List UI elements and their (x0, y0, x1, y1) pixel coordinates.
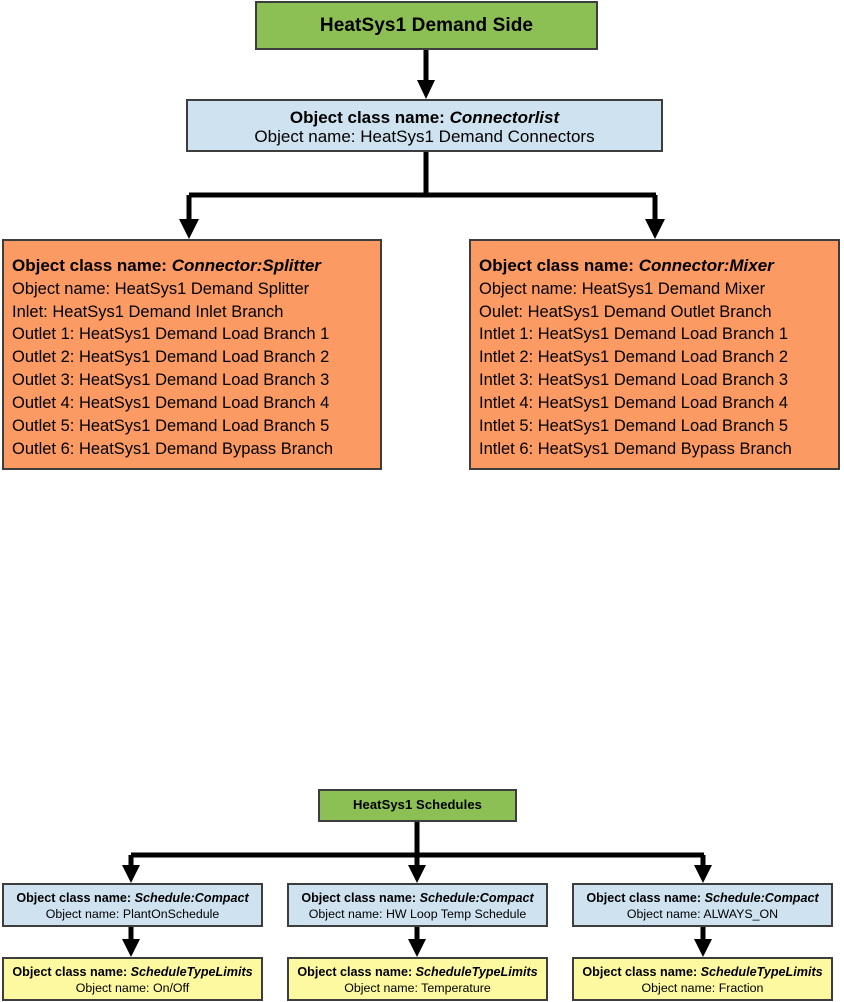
connectorlist-class-value: Connectorlist (449, 108, 560, 127)
splitter-line-1: Inlet: HeatSys1 Demand Inlet Branch (12, 302, 284, 321)
schedule-limits-3-name-label: Object name: (641, 981, 716, 996)
schedule-limits-3-name-value: Fraction (718, 981, 764, 996)
mixer-class-value: Connector:Mixer (638, 256, 774, 275)
mixer-line-3: Intlet 2: HeatSys1 Demand Load Branch 2 (479, 348, 789, 367)
schedule-limits-1-class-line: Object class name: ScheduleTypeLimits (4, 964, 261, 980)
schedule-limits-3-class-value: ScheduleTypeLimits (700, 965, 823, 979)
schedule-compact-3-class-value: Schedule:Compact (704, 891, 819, 905)
schedule-compact-3-name-value: ALWAYS_ON (703, 907, 779, 922)
schedule-compact-3-class-label: Object class name: (586, 891, 702, 905)
node-schedule-type-limits-1[interactable]: Object class name: ScheduleTypeLimits Ob… (2, 957, 263, 1001)
splitter-line-0: Object name: HeatSys1 Demand Splitter (12, 279, 310, 298)
schedule-limits-1-name-label: Object name: (75, 981, 150, 996)
schedule-limits-1-name-value: On/Off (152, 981, 190, 996)
connectorlist-name-line: Object name: HeatSys1 Demand Connectors (188, 127, 661, 146)
schedule-limits-3-name-line: Object name: Fraction (574, 980, 831, 996)
mixer-line-4: Intlet 3: HeatSys1 Demand Load Branch 3 (479, 371, 789, 390)
schedule-limits-2-class-label: Object class name: (297, 965, 413, 979)
splitter-line-3: Outlet 2: HeatSys1 Demand Load Branch 2 (12, 348, 330, 367)
node-connectorlist[interactable]: Object class name: Connectorlist Object … (186, 99, 663, 152)
mixer-line-1: Oulet: HeatSys1 Demand Outlet Branch (479, 302, 772, 321)
schedule-compact-2-class-label: Object class name: (301, 891, 417, 905)
schedule-compact-2-class-line: Object class name: Schedule:Compact (289, 890, 546, 906)
arrowhead-connectorlist (417, 80, 435, 99)
connectorlist-name-value: HeatSys1 Demand Connectors (360, 127, 595, 147)
node-heatsys1-schedules[interactable]: HeatSys1 Schedules (318, 789, 517, 822)
arrowhead-schedule-1 (122, 865, 140, 883)
schedule-compact-2-class-value: Schedule:Compact (419, 891, 534, 905)
splitter-class-value: Connector:Splitter (171, 256, 321, 275)
arrowhead-limits-1 (122, 939, 140, 957)
node-schedule-compact-3[interactable]: Object class name: Schedule:Compact Obje… (572, 883, 833, 927)
splitter-line-5: Outlet 4: HeatSys1 Demand Load Branch 4 (12, 394, 330, 413)
mixer-class-line: Object class name: Connector:Mixer (479, 254, 838, 278)
mixer-line-7: Intlet 6: HeatSys1 Demand Bypass Branch (479, 440, 792, 459)
schedule-compact-3-name-line: Object name: ALWAYS_ON (574, 906, 831, 922)
node-connector-mixer[interactable]: Object class name: Connector:Mixer Objec… (469, 239, 840, 470)
splitter-class-line: Object class name: Connector:Splitter (12, 254, 380, 278)
mixer-line-0: Object name: HeatSys1 Demand Mixer (479, 279, 766, 298)
schedule-limits-1-name-line: Object name: On/Off (4, 980, 261, 996)
splitter-line-7: Outlet 6: HeatSys1 Demand Bypass Branch (12, 440, 333, 459)
arrowhead-mixer (645, 219, 665, 239)
splitter-line-4: Outlet 3: HeatSys1 Demand Load Branch 3 (12, 371, 330, 390)
schedule-compact-2-name-line: Object name: HW Loop Temp Schedule (289, 906, 546, 922)
arrowhead-schedule-3 (694, 865, 712, 883)
mixer-line-5: Intlet 4: HeatSys1 Demand Load Branch 4 (479, 394, 789, 413)
schedule-limits-2-class-line: Object class name: ScheduleTypeLimits (289, 964, 546, 980)
connectorlist-class-line: Object class name: Connectorlist (188, 108, 661, 127)
schedule-compact-1-class-value: Schedule:Compact (134, 891, 249, 905)
connectorlist-class-label: Object class name: (289, 108, 445, 127)
arrowhead-schedule-2 (408, 865, 426, 883)
schedule-compact-1-name-label: Object name: (45, 907, 120, 922)
arrowhead-splitter (179, 219, 199, 239)
splitter-line-6: Outlet 5: HeatSys1 Demand Load Branch 5 (12, 417, 330, 436)
schedule-limits-1-class-value: ScheduleTypeLimits (130, 965, 253, 979)
arrowhead-limits-2 (408, 939, 426, 957)
mixer-line-2: Intlet 1: HeatSys1 Demand Load Branch 1 (479, 325, 789, 344)
mixer-class-label: Object class name: (479, 256, 634, 275)
schedule-limits-1-class-label: Object class name: (12, 965, 128, 979)
schedule-compact-1-class-label: Object class name: (16, 891, 132, 905)
schedule-limits-2-class-value: ScheduleTypeLimits (415, 965, 538, 979)
node-schedule-compact-1[interactable]: Object class name: Schedule:Compact Obje… (2, 883, 263, 927)
schedule-limits-3-class-line: Object class name: ScheduleTypeLimits (574, 964, 831, 980)
node-label-schedules: HeatSys1 Schedules (353, 797, 482, 813)
schedule-limits-2-name-label: Object name: (344, 981, 418, 996)
schedule-compact-2-name-value: HW Loop Temp Schedule (385, 907, 527, 922)
arrowhead-limits-3 (694, 939, 712, 957)
mixer-line-6: Intlet 5: HeatSys1 Demand Load Branch 5 (479, 417, 789, 436)
connectorlist-name-label: Object name: (254, 127, 356, 147)
splitter-line-2: Outlet 1: HeatSys1 Demand Load Branch 1 (12, 325, 330, 344)
node-connector-splitter[interactable]: Object class name: Connector:Splitter Ob… (2, 239, 382, 470)
schedule-compact-3-class-line: Object class name: Schedule:Compact (574, 890, 831, 906)
node-heatsys1-demand-side[interactable]: HeatSys1 Demand Side (255, 1, 598, 50)
schedule-limits-2-name-value: Temperature (421, 981, 491, 996)
schedule-limits-3-class-label: Object class name: (582, 965, 698, 979)
splitter-class-label: Object class name: (12, 256, 167, 275)
schedule-compact-3-name-label: Object name: (626, 907, 701, 922)
node-label-demand-side: HeatSys1 Demand Side (319, 14, 534, 36)
schedule-compact-1-name-line: Object name: PlantOnSchedule (4, 906, 261, 922)
schedule-compact-2-name-label: Object name: (308, 907, 383, 922)
schedule-compact-1-name-value: PlantOnSchedule (122, 907, 220, 922)
node-schedule-type-limits-3[interactable]: Object class name: ScheduleTypeLimits Ob… (572, 957, 833, 1001)
node-schedule-compact-2[interactable]: Object class name: Schedule:Compact Obje… (287, 883, 548, 927)
schedule-limits-2-name-line: Object name: Temperature (289, 980, 546, 996)
schedule-compact-1-class-line: Object class name: Schedule:Compact (4, 890, 261, 906)
node-schedule-type-limits-2[interactable]: Object class name: ScheduleTypeLimits Ob… (287, 957, 548, 1001)
